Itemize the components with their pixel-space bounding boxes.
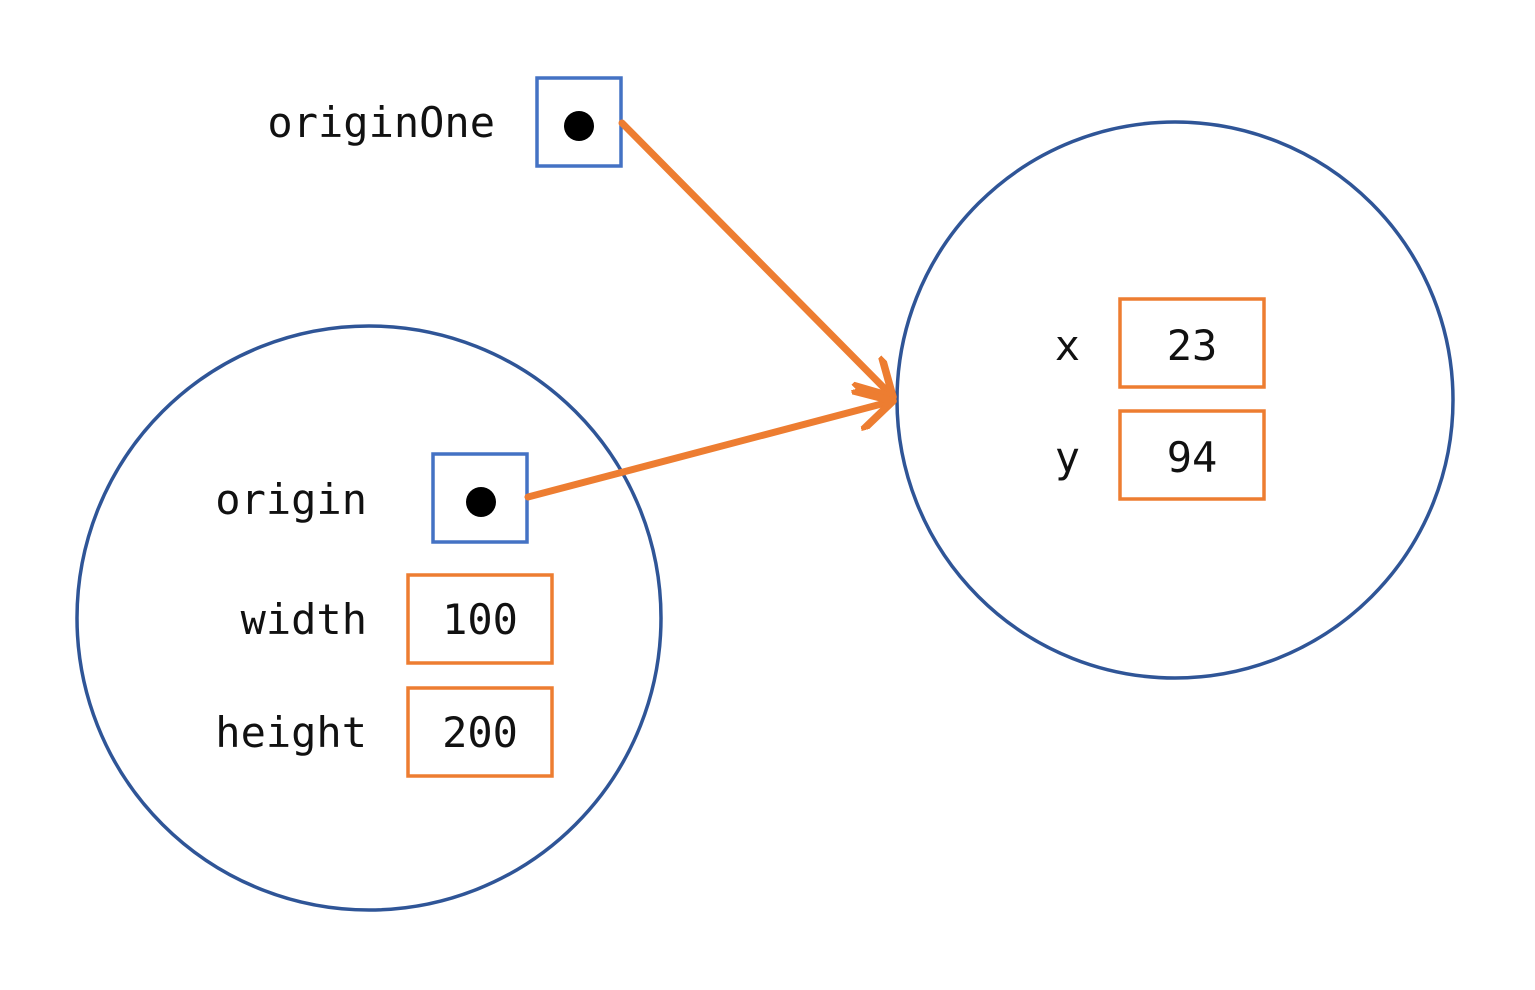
field-label-origin: origin [215, 475, 367, 524]
variable-label-originOne: originOne [267, 98, 495, 147]
width-value: 100 [442, 595, 518, 644]
width-value-box [406, 573, 554, 665]
origin-reference-box [431, 452, 529, 544]
point-object: x 23 y 94 [895, 120, 1455, 680]
originOne-variable: originOne [267, 76, 623, 168]
rectangle-object: origin width 100 height 200 [75, 324, 663, 912]
y-value: 94 [1167, 433, 1218, 482]
arrow-originOne-to-point [618, 119, 893, 397]
origin-reference-dot [466, 487, 496, 517]
y-value-box [1118, 409, 1266, 501]
x-value-box [1118, 297, 1266, 389]
rectangle-object-outline [75, 324, 663, 912]
point-object-outline [895, 120, 1455, 680]
field-label-height: height [215, 708, 367, 757]
x-value: 23 [1167, 321, 1218, 370]
height-value-box [406, 686, 554, 778]
field-label-width: width [241, 595, 367, 644]
height-value: 200 [442, 708, 518, 757]
field-label-x: x [1055, 321, 1080, 370]
originOne-reference-dot [564, 111, 594, 141]
field-label-y: y [1055, 433, 1080, 482]
arrow-origin-to-point [524, 401, 893, 501]
